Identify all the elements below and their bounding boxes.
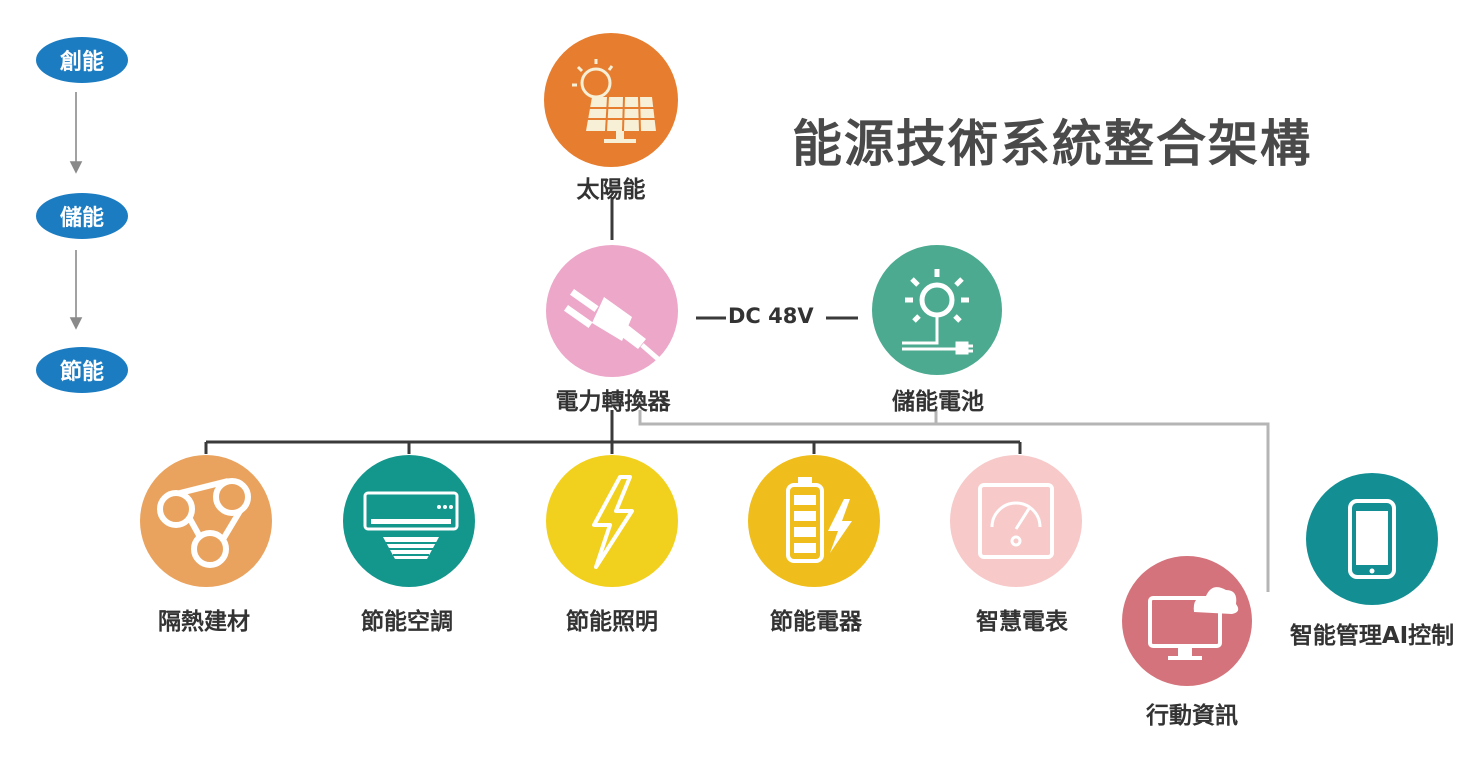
battery-charge-icon bbox=[786, 477, 852, 563]
ai-control-node bbox=[1306, 473, 1438, 605]
insulation-node bbox=[140, 455, 272, 587]
air-conditioner-icon bbox=[363, 491, 459, 559]
mobile-info-label: 行動資訊 bbox=[1146, 703, 1238, 729]
ac-node bbox=[343, 455, 475, 587]
dc-voltage-label: DC 48V bbox=[728, 304, 814, 328]
battery-node bbox=[872, 245, 1002, 375]
appliances-node bbox=[748, 455, 880, 587]
ai-control-label: 智能管理AI控制 bbox=[1289, 623, 1455, 649]
stage-create-energy: 創能 bbox=[36, 37, 128, 83]
page-title: 能源技術系統整合架構 bbox=[792, 115, 1312, 173]
solar-node bbox=[544, 33, 678, 167]
solar-panel-icon bbox=[572, 59, 656, 143]
insulation-label: 隔熱建材 bbox=[158, 609, 250, 635]
smart-meter-icon bbox=[978, 483, 1054, 559]
meter-label: 智慧電表 bbox=[976, 609, 1068, 635]
solar-label: 太陽能 bbox=[576, 177, 646, 203]
smartphone-icon bbox=[1348, 499, 1396, 579]
battery-label: 儲能電池 bbox=[892, 389, 984, 415]
lighting-node bbox=[546, 455, 678, 587]
mobile-info-node bbox=[1122, 556, 1252, 686]
meter-node bbox=[950, 455, 1082, 587]
stage-save-energy: 節能 bbox=[36, 347, 128, 393]
insulation-material-icon bbox=[157, 478, 251, 568]
converter-node bbox=[546, 245, 678, 377]
cloud-computer-icon bbox=[1148, 587, 1239, 660]
ac-label: 節能空調 bbox=[361, 609, 453, 635]
lighting-label: 節能照明 bbox=[566, 609, 658, 635]
lightning-bolt-icon bbox=[592, 475, 634, 569]
appliances-label: 節能電器 bbox=[770, 609, 862, 635]
converter-label: 電力轉換器 bbox=[555, 389, 671, 415]
stage-store-energy: 儲能 bbox=[36, 193, 128, 239]
plug-icon bbox=[563, 289, 660, 361]
sun-battery-icon bbox=[902, 269, 973, 355]
